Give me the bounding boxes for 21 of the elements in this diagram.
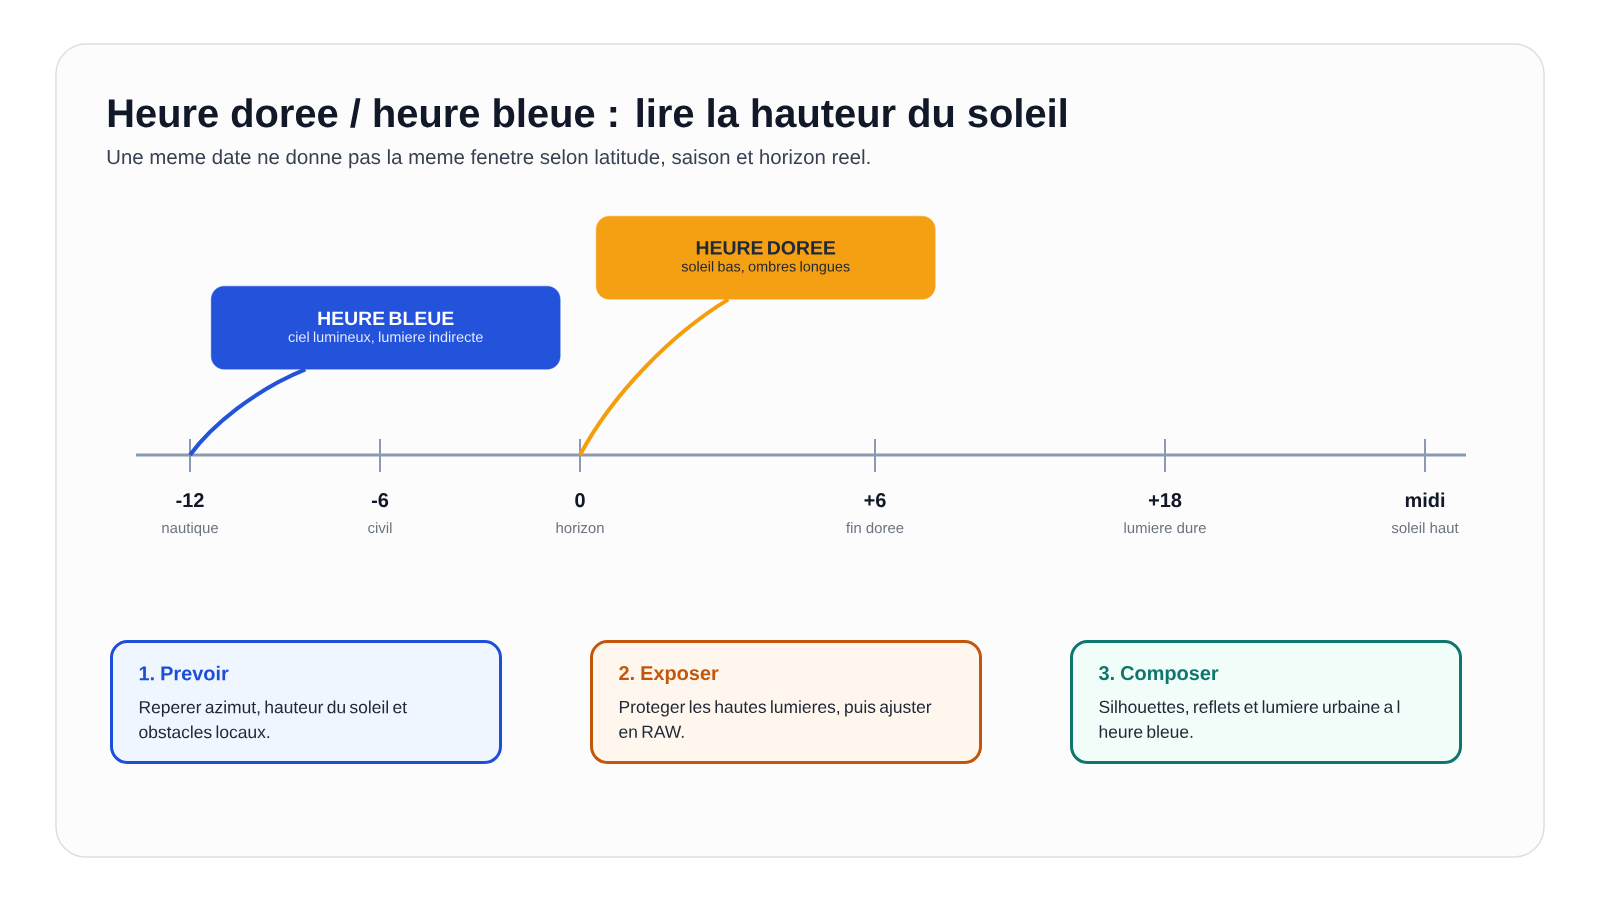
callout-box: HEURE DOREE soleil bas, ombres longues [596,216,936,300]
title: Heure doree / heure bleue : lire la hauteur du soleil [108,98,1066,128]
sun-path-curve [578,297,730,456]
tick-caption: civil [368,522,392,534]
tick-value: -12 [176,493,204,507]
tick-value: midi [1405,492,1445,508]
tick-caption: soleil haut [1391,522,1459,534]
tick-caption: horizon [556,522,604,534]
tick-caption: lumiere dure [1124,522,1206,534]
step-card: 3. Composer Silhouettes, reflets et lumiere urbaine a l heure bleue. [1070,640,1463,764]
sun-path-curve [188,367,307,457]
tick-caption: nautique [162,522,218,537]
tick-value: +6 [864,493,886,508]
tick-caption: fin doree [846,522,904,534]
tick-value: 0 [575,493,585,508]
callout-box: HEURE BLEUE ciel lumineux, lumiere indirecte [211,286,561,370]
tick-value: +18 [1148,493,1182,508]
step-card: 1. Prevoir Reperer azimut, hauteur du soleil et obstacles locaux. [110,640,502,764]
step-card: 2. Exposer Proteger les hautes lumieres, puis ajuster en RAW. [590,640,982,764]
tick-value: -6 [371,493,389,508]
subtitle: Une meme date ne donne pas la meme fenetre selon latitude, saison et horizon reel. [107,149,870,169]
